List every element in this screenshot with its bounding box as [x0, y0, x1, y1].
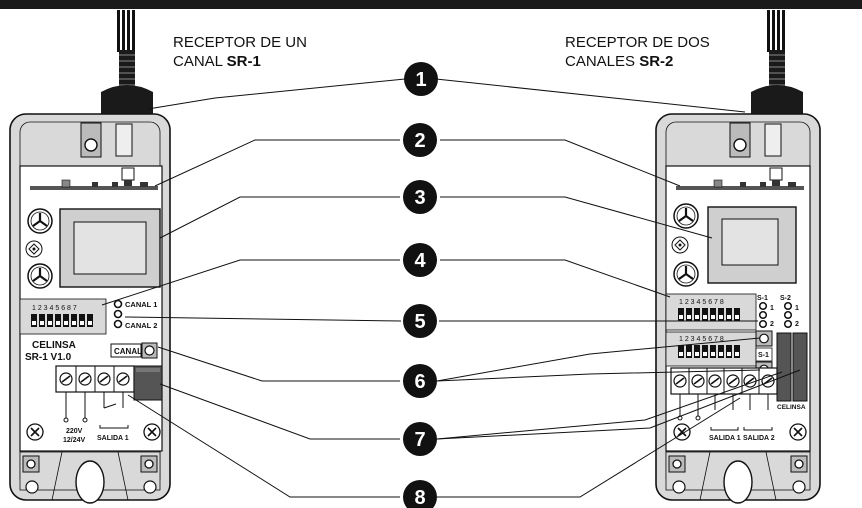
channel-jumper-left: CANAL 1 CANAL 2 — [113, 299, 157, 330]
mounting-screw-icon — [26, 423, 44, 441]
jp2-label: 2 — [770, 321, 774, 328]
callout-number: 8 — [414, 487, 425, 508]
led-icon — [144, 345, 155, 356]
canal1-label: CANAL 1 — [125, 300, 157, 309]
terminal-block-right — [670, 367, 778, 395]
receiver-sr2: 1 2 3 4 5 6 7 8 1 2 3 4 5 6 7 8 — [655, 10, 821, 504]
leader-lines — [101, 78, 801, 498]
dip-numbers: 1 2 3 4 5 6 7 8 — [679, 299, 724, 306]
mounting-screw-icon — [789, 423, 807, 441]
callout-5: 5 — [403, 304, 437, 338]
salida1-label: SALIDA 1 — [97, 435, 129, 442]
dip-numbers-b: 1 2 3 4 5 6 7 8 — [679, 336, 724, 343]
jp1-label: 1 — [795, 305, 799, 312]
terminal-screw-icon — [78, 372, 92, 386]
potentiometer-icon — [25, 240, 43, 258]
callout-badges: 1 2 3 4 5 6 7 8 — [403, 62, 438, 508]
terminal-block-left — [55, 365, 135, 393]
terminal-screw-icon — [726, 374, 740, 388]
title-sr1-line2: CANAL SR-1 — [173, 52, 307, 71]
brand-label-right: CELINSA — [777, 404, 806, 411]
dip-numbers: 1 2 3 4 5 6 8 7 — [32, 305, 77, 312]
callout-6: 6 — [403, 364, 437, 398]
callout-number: 4 — [414, 250, 426, 272]
terminal-screw-icon — [673, 374, 687, 388]
title-sr1-line1: RECEPTOR DE UN — [173, 34, 307, 51]
potentiometer-icon — [671, 236, 689, 254]
fuse-icon — [672, 202, 700, 230]
canal-button-label: CANAL — [114, 347, 142, 356]
callout-2: 2 — [403, 123, 437, 157]
canal2-label: CANAL 2 — [125, 321, 157, 330]
housing-bottom-right — [665, 451, 811, 504]
dip-switch-right-2: 1 2 3 4 5 6 7 8 — [665, 331, 757, 367]
power-label-a: 220V — [66, 428, 83, 435]
salida1-label: SALIDA 1 — [709, 435, 741, 442]
callout-1: 1 — [404, 62, 438, 96]
receiver-sr1: 1 2 3 4 5 6 8 7 CANAL 1 CANAL 2 CELINSA … — [9, 10, 171, 504]
terminal-screw-icon — [59, 372, 73, 386]
dip-switch-right-1: 1 2 3 4 5 6 7 8 — [665, 293, 757, 331]
s1-label: S-1 — [757, 295, 768, 302]
salida2-label: SALIDA 2 — [743, 435, 775, 442]
s2-label: S-2 — [780, 295, 791, 302]
jp1-label: 1 — [770, 305, 774, 312]
antenna-pcb-left — [30, 167, 158, 190]
housing-bottom-left — [19, 451, 161, 504]
callout-number: 3 — [414, 187, 425, 209]
s1-button-label: S-1 — [758, 352, 769, 359]
fuse-icon — [26, 262, 54, 290]
mounting-screw-icon — [143, 423, 161, 441]
title-sr2-line1: RECEPTOR DE DOS — [565, 34, 710, 51]
title-sr2: RECEPTOR DE DOS CANALES SR-2 — [565, 33, 710, 71]
callout-number: 7 — [414, 429, 425, 451]
canal-button-left: CANAL — [110, 342, 158, 359]
terminal-screw-icon — [691, 374, 705, 388]
dip-switch-left: 1 2 3 4 5 6 8 7 — [19, 298, 107, 335]
fuse-icon — [26, 207, 54, 235]
callout-number: 5 — [414, 311, 425, 333]
antenna-pcb-right — [676, 167, 804, 190]
channel-jumpers-right: S-1 1 2 S-2 1 2 — [757, 295, 799, 329]
brand-label: CELINSA — [32, 340, 76, 351]
title-sr1-model: SR-1 — [226, 53, 261, 70]
terminal-screw-icon — [97, 372, 111, 386]
power-label-b: 12/24V — [63, 437, 86, 444]
title-sr1-prefix: CANAL — [173, 53, 227, 70]
antenna-cable-left — [101, 10, 153, 114]
callout-8: 8 — [403, 480, 437, 508]
top-border-bar — [0, 0, 862, 9]
relay-left — [133, 365, 163, 401]
callout-number: 6 — [414, 371, 425, 393]
title-sr1: RECEPTOR DE UN CANAL SR-1 — [173, 33, 307, 71]
jp2-label: 2 — [795, 321, 799, 328]
callout-3: 3 — [403, 180, 437, 214]
relays-right — [776, 332, 808, 402]
callout-number: 2 — [414, 130, 425, 152]
terminal-screw-icon — [708, 374, 722, 388]
terminal-screw-icon — [116, 372, 130, 386]
callout-7: 7 — [403, 422, 437, 456]
title-sr2-prefix: CANALES — [565, 53, 640, 70]
led-icon — [759, 333, 769, 344]
title-sr2-model: SR-2 — [639, 53, 674, 70]
callout-number: 1 — [415, 69, 426, 91]
wiring-left — [63, 392, 129, 429]
fuse-icon — [672, 260, 700, 288]
title-sr2-line2: CANALES SR-2 — [565, 52, 710, 71]
antenna-cable-right — [751, 10, 803, 114]
callout-4: 4 — [403, 243, 437, 277]
version-label: SR-1 V1.0 — [25, 352, 72, 363]
